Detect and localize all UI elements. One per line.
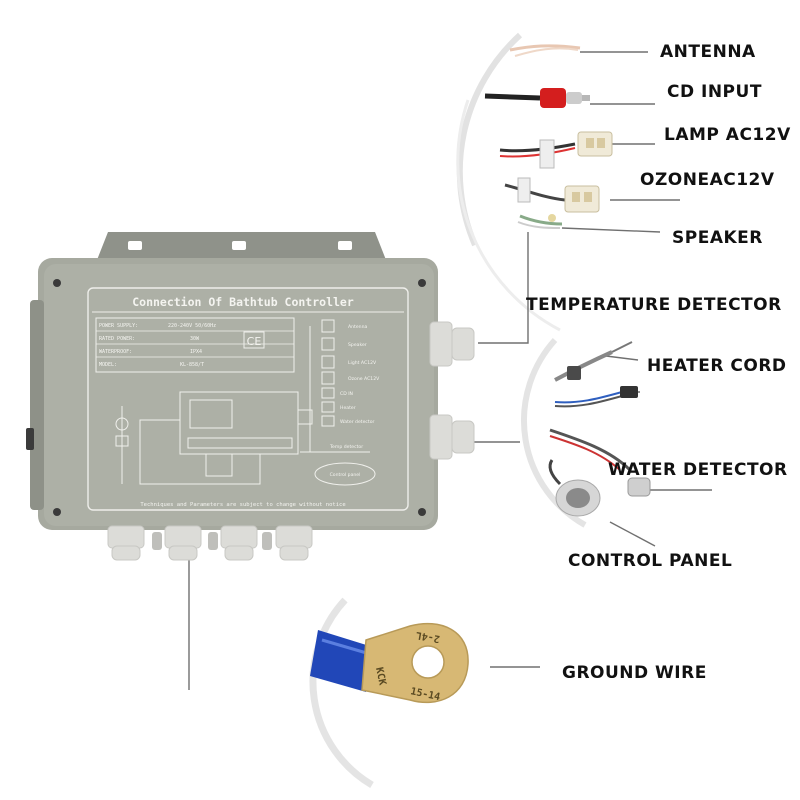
spec-power-supply: POWER SUPPLY: — [99, 323, 138, 329]
spec-power-supply-value: 220-240V 50/60Hz — [168, 323, 216, 329]
terminal-mark-1: KCK — [373, 666, 388, 686]
lamp-connector — [499, 131, 613, 169]
label-speaker: SPEAKER — [672, 228, 763, 248]
legend-item: Antenna — [348, 324, 368, 330]
label-cd-input: CD INPUT — [667, 82, 762, 102]
mount-hole — [338, 241, 352, 250]
label-ground-wire: GROUND WIRE — [562, 663, 707, 683]
control-panel-oval-label: Control panel — [330, 472, 361, 478]
control-panel-connector — [548, 459, 601, 517]
ce-mark: CE — [247, 335, 262, 348]
label-water-detector: WATER DETECTOR — [608, 460, 788, 480]
rca-plug — [484, 88, 590, 108]
legend-item: Speaker — [348, 342, 367, 348]
label-temperature-detector: TEMPERATURE DETECTOR — [526, 295, 782, 315]
ground-terminal — [310, 622, 469, 704]
spec-waterproof: WATERPROOF: — [99, 349, 132, 355]
antenna-wire — [509, 44, 581, 57]
legend-item: Light AC12V — [348, 360, 377, 366]
legend-item: Temp detector — [329, 444, 363, 450]
heater-cord — [554, 386, 638, 408]
temperature-probe — [554, 341, 633, 382]
terminal-mark-2: 2-4L — [415, 629, 441, 644]
controller-box — [26, 232, 475, 561]
label-ozone: OZONEAC12V — [640, 170, 775, 190]
legend-item: Ozone AC12V — [348, 376, 380, 382]
label-control-panel: CONTROL PANEL — [568, 551, 733, 571]
legend-item: Heater — [340, 405, 356, 411]
cable-gland — [107, 525, 313, 561]
accessory-circle-top — [456, 32, 561, 332]
speaker-wire — [517, 214, 563, 229]
mount-hole — [232, 241, 246, 250]
label-heater-cord: HEATER CORD — [647, 356, 787, 376]
accessory-circle-bottom — [309, 597, 374, 789]
label-antenna: ANTENNA — [660, 42, 756, 62]
label-lamp: LAMP AC12V — [664, 125, 791, 145]
spec-waterproof-value: IPX4 — [190, 349, 202, 355]
mount-hole — [128, 241, 142, 250]
water-detector — [549, 428, 651, 497]
controller-title: Connection Of Bathtub Controller — [132, 295, 354, 309]
legend-item: Water detector — [340, 419, 375, 425]
spec-rated-power-value: 30W — [190, 336, 200, 342]
spec-rated-power: RATED POWER: — [99, 336, 135, 342]
legend-item: CD IN — [340, 391, 353, 397]
spec-model-value: KL-858/T — [180, 362, 204, 368]
ozone-connector — [504, 177, 600, 213]
controller-footer: Techniques and Parameters are subject to… — [140, 502, 345, 508]
spec-model: MODEL: — [99, 362, 117, 368]
cable-gland — [429, 321, 475, 460]
